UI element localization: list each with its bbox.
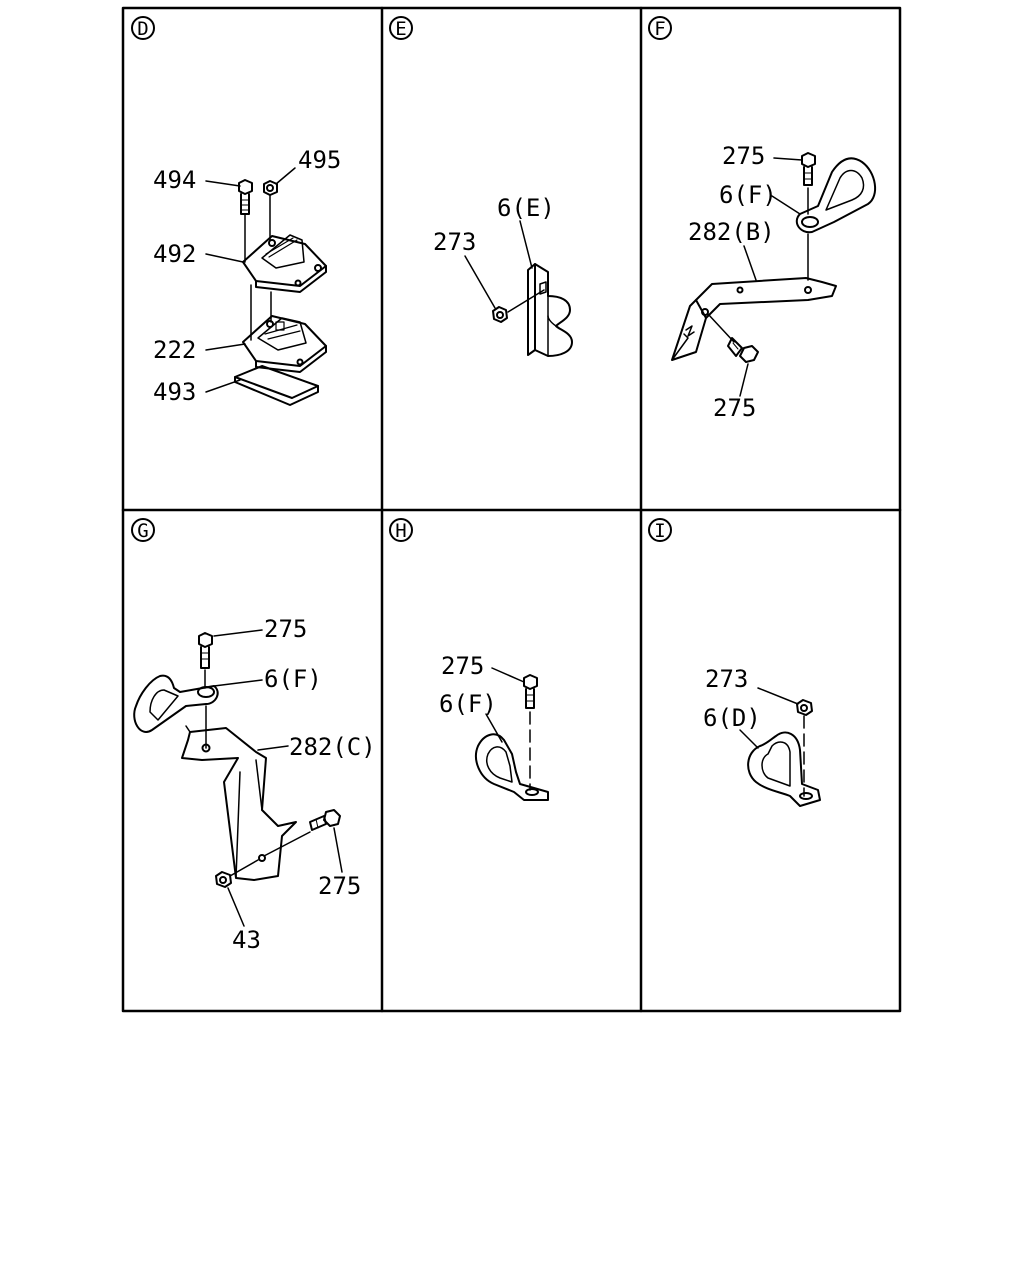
panel-i-id-badge: I: [648, 518, 672, 542]
clamp-plate-492: [242, 234, 327, 293]
clip-6d: [747, 731, 821, 807]
clip-bracket-6e: [527, 263, 573, 357]
bolt-275-upper: [801, 152, 816, 186]
svg-text:E: E: [395, 18, 406, 40]
label-6f: 6(F): [719, 181, 777, 209]
svg-text:I: I: [654, 520, 665, 542]
rubber-pad-493: [234, 365, 319, 406]
panel-grid: [121, 6, 902, 1013]
panel-h: H 275 6(F): [389, 518, 549, 801]
panel-g: G: [131, 518, 376, 954]
guide-line: [263, 831, 311, 857]
label-282b: 282(B): [688, 218, 775, 246]
panel-d-id-badge: D: [131, 16, 155, 40]
label-222: 222: [153, 336, 196, 364]
label-6f: 6(F): [264, 665, 322, 693]
nut-273: [492, 306, 508, 323]
bolt-275-lower: [727, 337, 759, 363]
panel-d: D: [131, 16, 341, 406]
bolt-275-upper: [198, 632, 213, 669]
label-6d: 6(D): [703, 704, 761, 732]
label-43: 43: [232, 926, 261, 954]
label-275: 275: [441, 652, 484, 680]
label-6f: 6(F): [439, 690, 497, 718]
guide-line: [507, 289, 545, 313]
panel-i: I 273 6(D): [648, 518, 821, 807]
clamp-plate-222: [242, 315, 327, 373]
label-495: 495: [298, 146, 341, 174]
clip-6f: [133, 674, 219, 733]
panel-h-id-badge: H: [389, 518, 413, 542]
guide-line: [229, 859, 259, 877]
label-275-upper: 275: [722, 142, 765, 170]
bracket-282c: [181, 725, 297, 881]
label-6e: 6(E): [497, 194, 555, 222]
panel-f-id-badge: F: [648, 16, 672, 40]
clip-6f: [795, 157, 877, 234]
label-275-lower: 275: [318, 872, 361, 900]
label-494: 494: [153, 166, 196, 194]
guide-line: [707, 313, 735, 343]
panel-e-id-badge: E: [389, 16, 413, 40]
label-282c: 282(C): [289, 733, 376, 761]
label-492: 492: [153, 240, 196, 268]
panel-f: F: [648, 16, 877, 422]
svg-text:G: G: [137, 520, 148, 542]
svg-text:F: F: [654, 18, 665, 40]
label-275-lower: 275: [713, 394, 756, 422]
nut-43: [215, 871, 232, 888]
bolt-275-lower: [309, 809, 341, 831]
svg-text:D: D: [137, 18, 148, 40]
label-493: 493: [153, 378, 196, 406]
svg-text:H: H: [395, 520, 406, 542]
nut-495: [263, 180, 278, 196]
panel-g-id-badge: G: [131, 518, 155, 542]
clip-6f: [475, 733, 549, 801]
bolt-275: [523, 674, 538, 709]
label-275-upper: 275: [264, 615, 307, 643]
panel-e: E 273 6(E): [389, 16, 573, 357]
bolt-494: [238, 179, 253, 215]
label-273: 273: [433, 228, 476, 256]
label-273: 273: [705, 665, 748, 693]
bracket-282b: [671, 277, 837, 361]
nut-273: [796, 699, 813, 716]
